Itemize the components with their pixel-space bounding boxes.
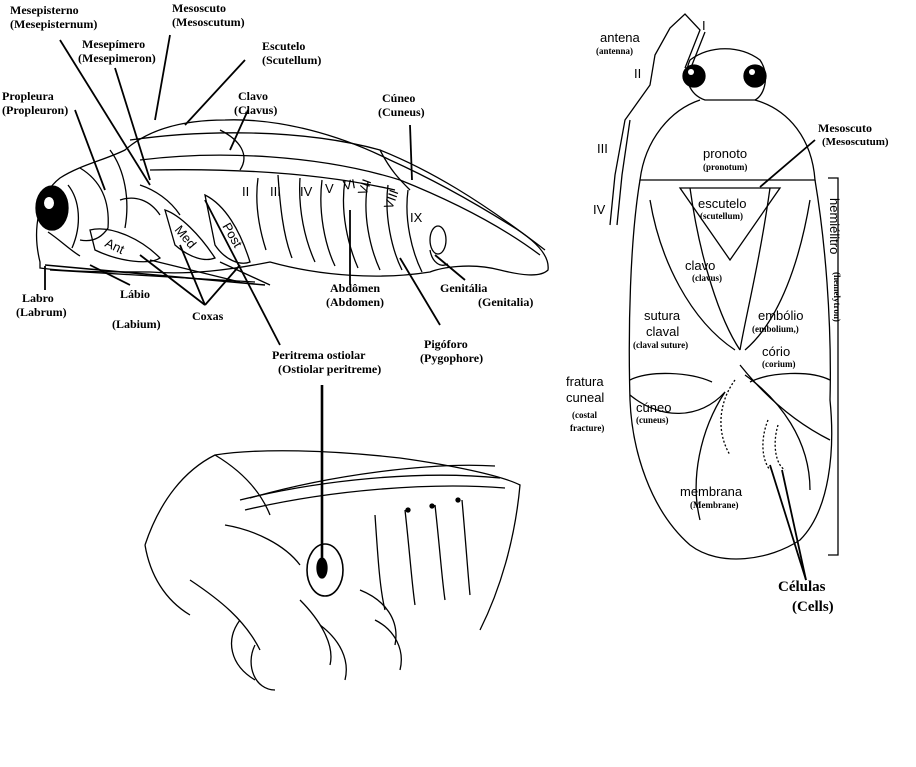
label-fratura-en-2: fracture) bbox=[570, 423, 604, 433]
segment-label: IV bbox=[300, 184, 313, 199]
antenna-segment-label: I bbox=[702, 18, 706, 33]
label-escutelo-en: (Scutellum) bbox=[262, 53, 321, 67]
label-clavo-en: (Clavus) bbox=[234, 103, 277, 117]
label-mesoscuto: Mesoscuto bbox=[172, 1, 226, 15]
label-labro: Labro bbox=[22, 291, 54, 305]
label-escutelo-dorsal: escutelo bbox=[698, 196, 746, 211]
dorsal-insect-drawing bbox=[609, 13, 839, 560]
label-mesepimero: Mesepímero bbox=[82, 37, 145, 51]
label-pronoto: pronoto bbox=[703, 146, 747, 161]
segment-label: III bbox=[270, 184, 281, 199]
label-membrana-en: (Membrane) bbox=[690, 500, 738, 510]
label-escutelo: Escutelo bbox=[262, 39, 305, 53]
label-sutura-2: claval bbox=[646, 324, 679, 339]
label-coxa-med: Med bbox=[172, 222, 200, 251]
label-abdomen-en: (Abdomen) bbox=[326, 295, 384, 309]
label-mesoscuto-dorsal: Mesoscuto bbox=[818, 121, 872, 135]
label-abdomen: Abdômen bbox=[330, 281, 380, 295]
label-propleura-en: (Propleuron) bbox=[2, 103, 68, 117]
label-antena: antena bbox=[600, 30, 641, 45]
dorsal-labels: antena (antenna) I II III IV Mesoscuto (… bbox=[566, 18, 889, 615]
label-genitalia: Genitália bbox=[440, 281, 487, 295]
label-embolio-en: (embolium,) bbox=[752, 324, 799, 334]
label-cuneo-dorsal: cúneo bbox=[636, 400, 671, 415]
ostiolar-zoom-drawing bbox=[144, 450, 521, 691]
label-embolio: embólio bbox=[758, 308, 804, 323]
label-sutura-en: (claval suture) bbox=[633, 340, 688, 350]
label-sutura-1: sutura bbox=[644, 308, 681, 323]
label-mesepisterno-en: (Mesepisternum) bbox=[10, 17, 97, 31]
segment-label: VI bbox=[342, 176, 357, 193]
label-clavo-dorsal-en: (clavus) bbox=[692, 273, 722, 283]
label-coxa-ant: Ant bbox=[103, 235, 127, 257]
label-mesepisterno: Mesepisterno bbox=[10, 3, 79, 17]
label-fratura-en-1: (costal bbox=[572, 410, 597, 420]
antenna-segment-label: IV bbox=[593, 202, 606, 217]
segment-label: V bbox=[325, 181, 334, 196]
label-peritrema-en: (Ostiolar peritreme) bbox=[278, 362, 381, 376]
label-cuneo-dorsal-en: (cuneus) bbox=[636, 415, 669, 425]
label-propleura: Propleura bbox=[2, 89, 54, 103]
label-coxas: Coxas bbox=[192, 309, 224, 323]
label-mesoscuto-dorsal-en: (Mesoscutum) bbox=[822, 136, 889, 148]
label-peritrema: Peritrema ostiolar bbox=[272, 348, 366, 362]
label-celulas: Células bbox=[778, 579, 826, 595]
segment-label: VII bbox=[355, 177, 375, 197]
label-pronoto-en: (pronotum) bbox=[703, 162, 747, 172]
label-mesoscuto-en: (Mesoscutum) bbox=[172, 15, 245, 29]
label-corio: cório bbox=[762, 344, 790, 359]
label-clavo: Clavo bbox=[238, 89, 268, 103]
label-fratura-2: cuneal bbox=[566, 390, 604, 405]
label-genitalia-en: (Genitalia) bbox=[478, 295, 533, 309]
label-pigoforo: Pigóforo bbox=[424, 337, 468, 351]
label-cuneo-en: (Cuneus) bbox=[378, 105, 425, 119]
antenna-segment-label: II bbox=[634, 66, 641, 81]
label-fratura-1: fratura bbox=[566, 374, 604, 389]
label-escutelo-dorsal-en: (scutellum) bbox=[700, 211, 743, 221]
label-pigoforo-en: (Pygophore) bbox=[420, 351, 483, 365]
label-corio-en: (corium) bbox=[762, 359, 796, 369]
label-clavo-dorsal: clavo bbox=[685, 258, 715, 273]
label-hemielitro-en: (hemelytron) bbox=[832, 272, 842, 322]
antenna-segment-label: III bbox=[597, 141, 608, 156]
label-membrana: membrana bbox=[680, 484, 743, 499]
label-cuneo: Cúneo bbox=[382, 91, 415, 105]
label-celulas-en: (Cells) bbox=[792, 599, 834, 615]
segment-label: VIII bbox=[381, 188, 402, 211]
lateral-insect-drawing bbox=[35, 119, 549, 286]
segment-label: IX bbox=[410, 210, 423, 225]
label-labio: Lábio bbox=[120, 287, 150, 301]
leader-lines bbox=[44, 34, 816, 581]
label-mesepimero-en: (Mesepimeron) bbox=[78, 51, 156, 65]
label-hemielitro: hemiélitro bbox=[827, 198, 842, 254]
label-labio-en: (Labium) bbox=[112, 317, 161, 331]
label-antena-en: (antenna) bbox=[596, 46, 633, 56]
segment-label: II bbox=[242, 184, 249, 199]
label-labro-en: (Labrum) bbox=[16, 305, 67, 319]
